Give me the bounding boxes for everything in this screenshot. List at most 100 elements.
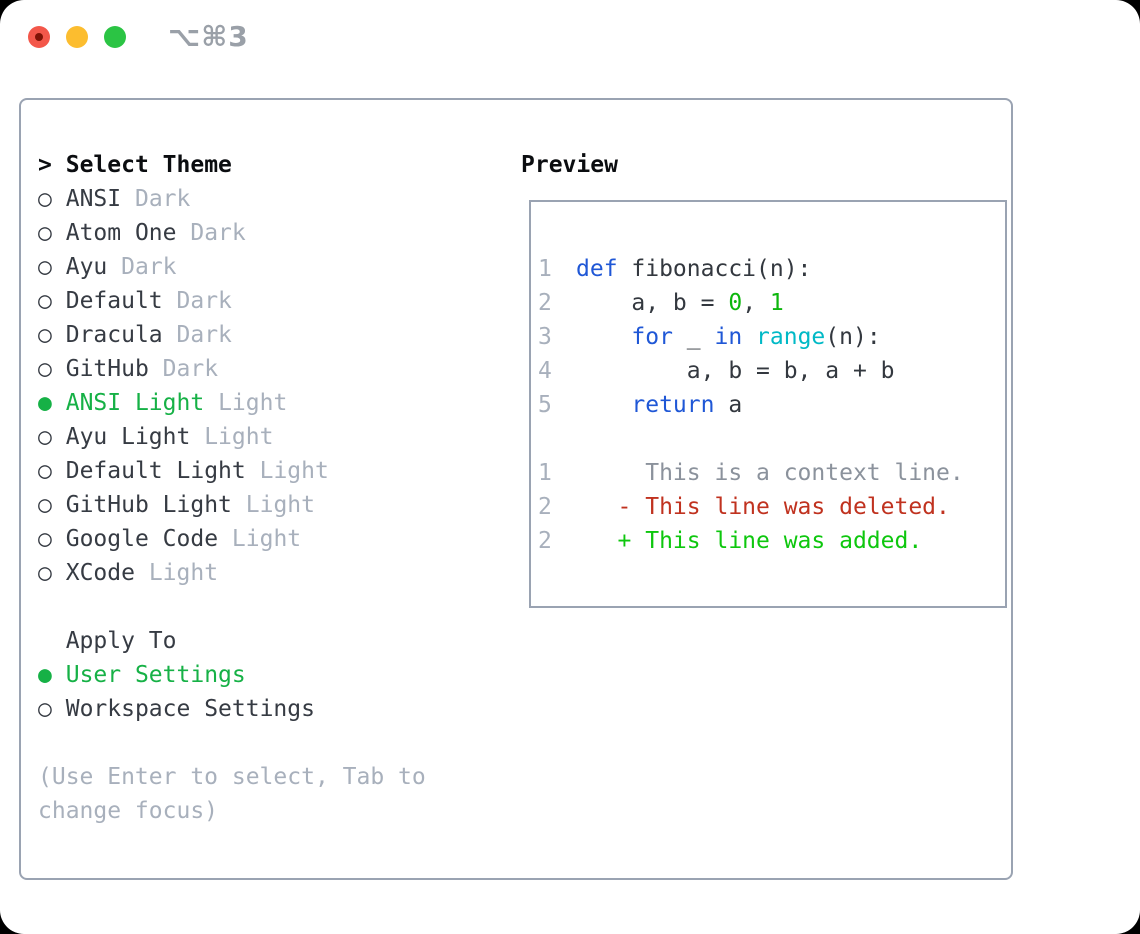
line-number: 3 bbox=[538, 324, 552, 350]
theme-option[interactable]: ○ Ayu Light Light bbox=[38, 420, 483, 454]
code-line: 5 return a bbox=[538, 388, 1005, 422]
theme-name: Atom One bbox=[65, 220, 177, 246]
radio-unselected-icon: ○ bbox=[38, 696, 52, 722]
line-number: 2 bbox=[538, 494, 552, 520]
code-token-number: 0 bbox=[728, 290, 743, 316]
theme-option[interactable]: ● ANSI Light Light bbox=[38, 386, 483, 420]
code-token-plain: _ bbox=[672, 324, 715, 350]
code-line: 4 a, b = b, a + b bbox=[538, 354, 1005, 388]
theme-variant: Light bbox=[259, 458, 329, 484]
radio-unselected-icon: ○ bbox=[38, 186, 52, 212]
code-line: 1 This is a context line. bbox=[538, 456, 1005, 490]
theme-option[interactable]: ○ Atom One Dark bbox=[38, 216, 483, 250]
spacer bbox=[38, 590, 483, 624]
radio-selected-icon: ● bbox=[38, 662, 52, 688]
code-line: 2 + This line was added. bbox=[538, 524, 1005, 558]
theme-name: ANSI Light bbox=[65, 390, 205, 416]
radio-unselected-icon: ○ bbox=[38, 220, 52, 246]
radio-unselected-icon: ○ bbox=[38, 424, 52, 450]
theme-picker-panel: > Select Theme ○ ANSI Dark○ Atom One Dar… bbox=[19, 98, 1013, 880]
radio-unselected-icon: ○ bbox=[38, 458, 52, 484]
code-token-keyword: for bbox=[631, 324, 673, 350]
radio-unselected-icon: ○ bbox=[38, 492, 52, 518]
code-token-plain: a bbox=[714, 392, 743, 418]
radio-unselected-icon: ○ bbox=[38, 526, 52, 552]
code-token-plain: , bbox=[742, 290, 770, 316]
theme-option[interactable]: ○ Default Dark bbox=[38, 284, 483, 318]
theme-variant: Dark bbox=[162, 356, 219, 382]
line-number: 1 bbox=[538, 460, 552, 486]
close-button[interactable] bbox=[28, 26, 50, 48]
theme-option[interactable]: ○ ANSI Dark bbox=[38, 182, 483, 216]
theme-variant: Dark bbox=[176, 322, 232, 348]
code-line: 2 - This line was deleted. bbox=[538, 490, 1005, 524]
theme-name: Default bbox=[65, 288, 163, 314]
theme-variant: Dark bbox=[134, 186, 191, 212]
apply-to-title: Apply To bbox=[65, 628, 177, 654]
code-token-plain bbox=[576, 392, 631, 418]
code-token-plain bbox=[742, 324, 756, 350]
theme-option[interactable]: ○ GitHub Light Light bbox=[38, 488, 483, 522]
theme-variant: Light bbox=[231, 526, 302, 552]
theme-variant: Dark bbox=[121, 254, 177, 280]
prompt-icon: > bbox=[38, 152, 52, 178]
code-line: 3 for _ in range(n): bbox=[538, 320, 1005, 354]
theme-name: Ayu bbox=[65, 254, 108, 280]
theme-name: GitHub bbox=[65, 356, 149, 382]
code-token-deleted: - This line was deleted. bbox=[576, 494, 950, 520]
radio-unselected-icon: ○ bbox=[38, 288, 52, 314]
theme-name: GitHub Light bbox=[65, 492, 232, 518]
theme-variant: Dark bbox=[190, 220, 246, 246]
traffic-lights bbox=[28, 26, 126, 48]
radio-unselected-icon: ○ bbox=[38, 560, 52, 586]
code-line bbox=[538, 218, 1005, 252]
theme-name: XCode bbox=[65, 560, 135, 586]
theme-name: Google Code bbox=[65, 526, 219, 552]
theme-list: ○ ANSI Dark○ Atom One Dark○ Ayu Dark○ De… bbox=[38, 182, 483, 590]
line-number: 2 bbox=[538, 528, 552, 554]
code-line: 2 a, b = 0, 1 bbox=[538, 286, 1005, 320]
apply-to-option[interactable]: ● User Settings bbox=[38, 658, 483, 692]
minimize-button[interactable] bbox=[66, 26, 88, 48]
theme-option[interactable]: ○ Default Light Light bbox=[38, 454, 483, 488]
zoom-button[interactable] bbox=[104, 26, 126, 48]
theme-name: ANSI bbox=[65, 186, 122, 212]
theme-option[interactable]: ○ Google Code Light bbox=[38, 522, 483, 556]
preview-heading: Preview bbox=[521, 152, 618, 178]
line-number: 2 bbox=[538, 290, 552, 316]
apply-to-label: Workspace Settings bbox=[65, 696, 315, 722]
help-text-line-2: change focus) bbox=[38, 798, 219, 824]
theme-name: Ayu Light bbox=[65, 424, 191, 450]
window-title: ⌥⌘3 bbox=[168, 20, 249, 53]
apply-to-list: ● User Settings○ Workspace Settings bbox=[38, 658, 483, 726]
line-number: 1 bbox=[538, 256, 552, 282]
code-token-added: + This line was added. bbox=[576, 528, 923, 554]
code-line bbox=[538, 422, 1005, 456]
code-token-keyword: in bbox=[714, 324, 743, 350]
apply-to-option[interactable]: ○ Workspace Settings bbox=[38, 692, 483, 726]
apply-to-heading: Apply To bbox=[38, 624, 483, 658]
radio-selected-icon: ● bbox=[38, 390, 52, 416]
theme-variant: Dark bbox=[176, 288, 232, 314]
selection-column: > Select Theme ○ ANSI Dark○ Atom One Dar… bbox=[38, 148, 483, 828]
theme-variant: Light bbox=[204, 424, 274, 450]
help-text-line-1: (Use Enter to select, Tab to bbox=[38, 764, 426, 790]
code-token-keyword: return bbox=[631, 392, 715, 418]
theme-option[interactable]: ○ Ayu Dark bbox=[38, 250, 483, 284]
theme-option[interactable]: ○ GitHub Dark bbox=[38, 352, 483, 386]
line-number: 4 bbox=[538, 358, 552, 384]
theme-option[interactable]: ○ Dracula Dark bbox=[38, 318, 483, 352]
radio-unselected-icon: ○ bbox=[38, 356, 52, 382]
code-token-plain: a, b = bbox=[576, 290, 729, 316]
apply-to-label: User Settings bbox=[65, 662, 246, 688]
radio-unselected-icon: ○ bbox=[38, 254, 52, 280]
theme-variant: Light bbox=[245, 492, 315, 518]
code-token-plain: fibonacci(n): bbox=[617, 256, 812, 282]
select-theme-heading: > Select Theme bbox=[38, 148, 483, 182]
theme-option[interactable]: ○ XCode Light bbox=[38, 556, 483, 590]
code-token-builtin: range bbox=[756, 324, 826, 350]
